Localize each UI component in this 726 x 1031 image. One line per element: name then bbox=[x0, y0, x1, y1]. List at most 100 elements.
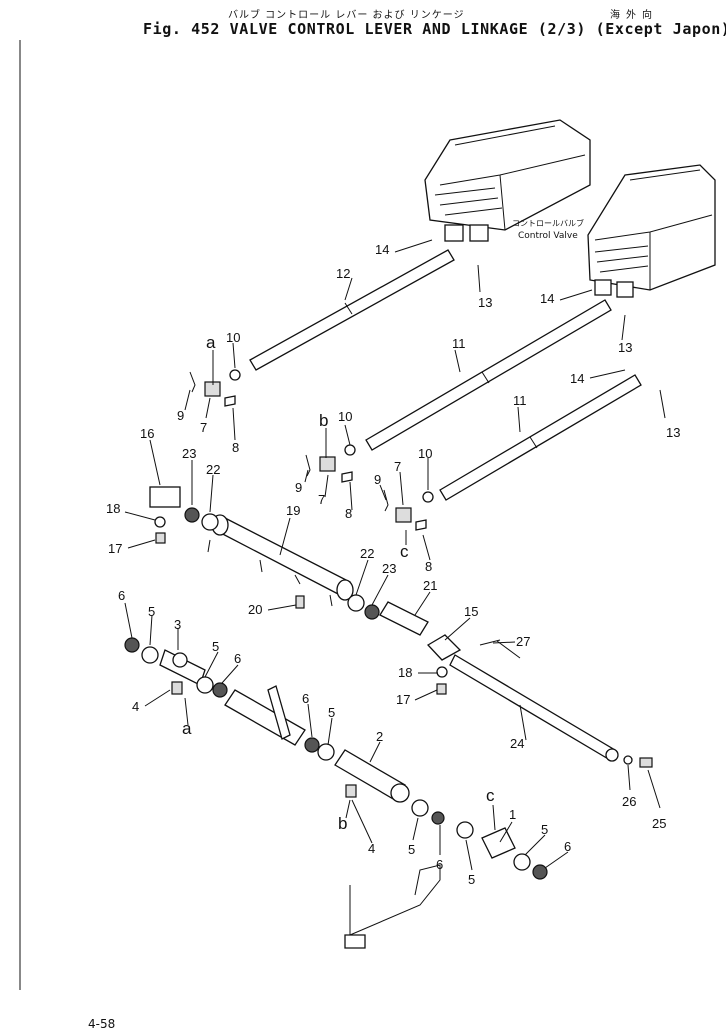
collar-6-c bbox=[304, 737, 320, 753]
label-4-a: 4 bbox=[132, 699, 139, 714]
pin-27 bbox=[479, 639, 501, 646]
label-9-a: 9 bbox=[177, 408, 184, 423]
control-valve-lower bbox=[587, 164, 716, 298]
control-rod-12 bbox=[249, 249, 455, 371]
label-19: 19 bbox=[286, 503, 300, 518]
label-4-b: 4 bbox=[368, 841, 375, 856]
connection-label-b-top: b bbox=[319, 411, 328, 430]
control-rod-11-upper bbox=[365, 299, 612, 451]
label-5-b: 5 bbox=[212, 639, 219, 654]
label-13-b: 13 bbox=[618, 340, 632, 355]
bushing-23-left bbox=[184, 507, 200, 523]
label-14-c: 14 bbox=[570, 371, 584, 386]
clevis-assembly-b bbox=[305, 444, 356, 483]
label-5-e: 5 bbox=[468, 872, 475, 887]
label-6-d: 6 bbox=[436, 857, 443, 872]
label-22-a: 22 bbox=[206, 462, 220, 477]
label-5-a: 5 bbox=[148, 604, 155, 619]
collar-22-right bbox=[347, 594, 365, 612]
label-15: 15 bbox=[464, 604, 478, 619]
label-10-a: 10 bbox=[226, 330, 240, 345]
label-16: 16 bbox=[140, 426, 154, 441]
label-7-a: 7 bbox=[200, 420, 207, 435]
bushing-5-e bbox=[456, 821, 474, 839]
label-8-c: 8 bbox=[425, 559, 432, 574]
pedal-link bbox=[344, 864, 441, 949]
bracket-16 bbox=[149, 486, 181, 508]
grease-fitting-4-left bbox=[171, 681, 183, 695]
label-6-b: 6 bbox=[234, 651, 241, 666]
label-27: 27 bbox=[516, 634, 530, 649]
label-3: 3 bbox=[174, 617, 181, 632]
control-valve-upper bbox=[424, 119, 591, 242]
label-6-a: 6 bbox=[118, 588, 125, 603]
label-6-e: 6 bbox=[564, 839, 571, 854]
bushing-21 bbox=[379, 601, 429, 636]
label-12: 12 bbox=[336, 266, 350, 281]
bushing-5-c bbox=[317, 743, 335, 761]
label-6-c: 6 bbox=[302, 691, 309, 706]
label-11-b: 11 bbox=[513, 393, 527, 408]
label-18-b: 18 bbox=[398, 665, 412, 680]
shaft-19 bbox=[207, 514, 354, 607]
label-7-b: 7 bbox=[318, 492, 325, 507]
label-9-c: 9 bbox=[374, 472, 381, 487]
label-13-a: 13 bbox=[478, 295, 492, 310]
label-7-c: 7 bbox=[394, 459, 401, 474]
label-13-c: 13 bbox=[666, 425, 680, 440]
label-22-b: 22 bbox=[360, 546, 374, 561]
collar-6-e bbox=[532, 864, 548, 880]
label-26: 26 bbox=[622, 794, 636, 809]
bolt-17-left bbox=[155, 532, 166, 544]
control-valve-en-label: Control Valve bbox=[518, 231, 578, 241]
page-number: 4-58 bbox=[88, 1017, 116, 1031]
rod-24 bbox=[449, 654, 619, 762]
connection-label-b-bottom: b bbox=[338, 814, 347, 833]
clevis-assembly-c bbox=[383, 489, 434, 531]
bushing-23-right bbox=[364, 604, 380, 620]
label-2: 2 bbox=[376, 729, 383, 744]
connection-label-a-bottom: a bbox=[182, 719, 192, 738]
label-10-c: 10 bbox=[418, 446, 432, 461]
lever-1 bbox=[481, 827, 516, 859]
label-21: 21 bbox=[423, 578, 437, 593]
lever-shaft-center bbox=[224, 685, 306, 746]
bushing-5-a bbox=[141, 646, 159, 664]
lever-2 bbox=[334, 749, 410, 803]
control-rod-11-lower bbox=[439, 374, 642, 501]
label-5-c: 5 bbox=[328, 705, 335, 720]
label-8-a: 8 bbox=[232, 440, 239, 455]
figure-title: Fig. 452 VALVE CONTROL LEVER AND LINKAGE… bbox=[143, 20, 726, 38]
label-14-a: 14 bbox=[375, 242, 389, 257]
label-9-b: 9 bbox=[295, 480, 302, 495]
label-5-d: 5 bbox=[408, 842, 415, 857]
clevis-assembly-a bbox=[189, 369, 241, 407]
label-1: 1 bbox=[509, 807, 516, 822]
leader-lines bbox=[124, 239, 666, 871]
collar-22-left bbox=[201, 513, 219, 531]
washer-26 bbox=[623, 755, 633, 765]
label-14-b: 14 bbox=[540, 291, 554, 306]
japanese-title: バルブ コントロール レバー および リンケージ bbox=[228, 10, 465, 21]
bolt-25 bbox=[639, 757, 653, 768]
label-11-a: 11 bbox=[452, 336, 466, 351]
bushing-5-f bbox=[513, 853, 531, 871]
label-5-f: 5 bbox=[541, 822, 548, 837]
connection-label-c-bottom: c bbox=[486, 786, 495, 805]
grease-fitting-4-right bbox=[345, 784, 357, 798]
label-20: 20 bbox=[248, 602, 262, 617]
collar-6-d bbox=[431, 811, 445, 825]
label-17-a: 17 bbox=[108, 541, 122, 556]
japanese-region-label: 海外向 bbox=[610, 10, 658, 21]
lever-shaft-left bbox=[159, 649, 206, 686]
label-10-b: 10 bbox=[338, 409, 352, 424]
bushing-5-d bbox=[411, 799, 429, 817]
collar-6-b bbox=[212, 682, 228, 698]
label-25: 25 bbox=[652, 816, 666, 831]
washer-18-right bbox=[436, 666, 448, 678]
label-24: 24 bbox=[510, 736, 524, 751]
bolt-17-right bbox=[436, 683, 447, 695]
connection-label-a-top: a bbox=[206, 333, 216, 352]
bushing-5-b bbox=[196, 676, 214, 694]
